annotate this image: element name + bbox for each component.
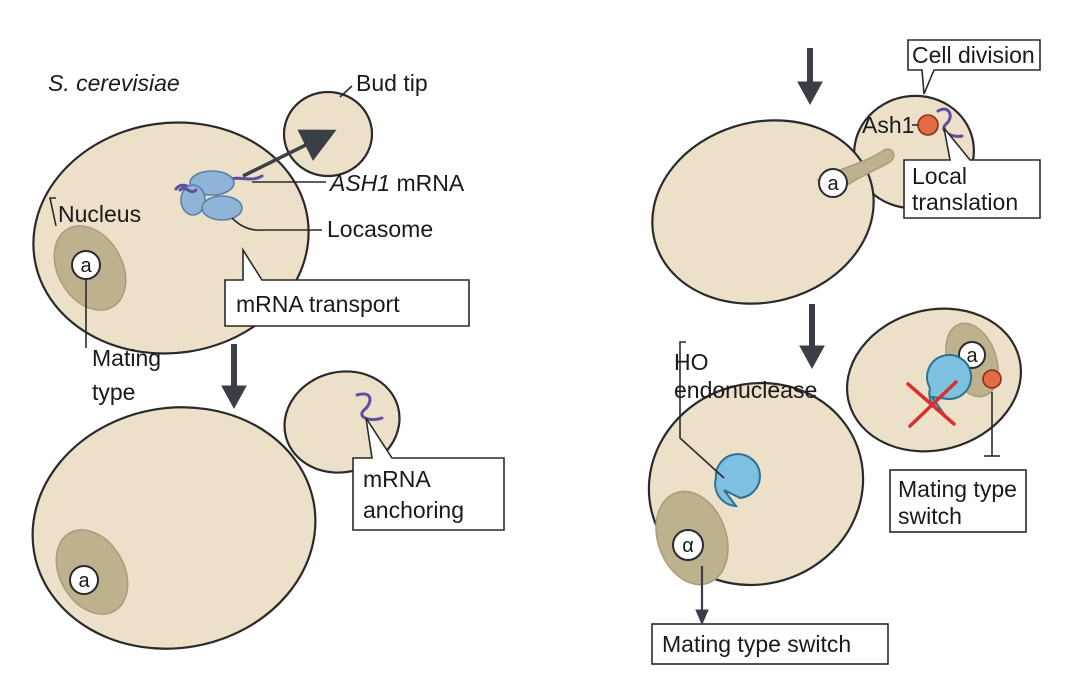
switch-arrow-head — [695, 609, 709, 626]
mating-type-alpha-mother — [672, 529, 704, 561]
left-bottom-cell-group: a mRNA anchoring — [31, 370, 505, 650]
mating-type-label-line2: type — [92, 379, 135, 405]
local-translation-label-line1: Local — [912, 163, 967, 189]
local-translation-callout — [903, 127, 1041, 219]
nucleus-label: Nucleus — [58, 201, 141, 227]
mother-cell-top-right — [651, 119, 875, 305]
ash1-mrna-label: ASH1 mRNA — [328, 170, 465, 196]
mating-type-switch-label: Mating type switch — [662, 631, 851, 657]
nucleus-leader — [49, 197, 57, 227]
ho-endonuclease-active — [714, 453, 761, 508]
cell-division-callout — [907, 39, 1041, 95]
ash1-mrna-translating — [936, 107, 964, 138]
mating-type-a-top-left — [71, 250, 101, 280]
mrna-transport-callout — [224, 247, 470, 327]
transport-arrow — [242, 129, 337, 178]
mating-type-a-daughter-label: a — [966, 345, 978, 367]
mrna-anchoring-label-line2: anchoring — [363, 497, 464, 523]
right-top-cell-group: a Ash1 Cell division Local translation — [651, 39, 1041, 305]
locasome-label: Locasome — [327, 216, 433, 242]
ash1-protein-label: Ash1 — [862, 112, 914, 138]
local-translation-label-line2: translation — [912, 189, 1018, 215]
flow-arrow-left — [221, 344, 247, 410]
mating-type-switch-inhibited-line1: Mating type — [898, 476, 1017, 502]
mrna-anchoring-callout — [352, 417, 505, 531]
mating-type-a-bottom-left — [69, 565, 99, 595]
mrna-anchoring-label-line1: mRNA — [363, 466, 431, 492]
inhibition-cross-b — [908, 380, 958, 428]
mating-type-a-top-right-label: a — [827, 173, 839, 195]
mating-type-a-bottom-left-label: a — [78, 570, 90, 592]
ho-label-line1: HO — [674, 349, 709, 375]
locasome-leader — [231, 217, 322, 231]
ash1-gene-italic: ASH1 — [328, 170, 390, 196]
mating-type-switch-inhibited-box — [889, 469, 1027, 533]
cell-division-label: Cell division — [912, 42, 1035, 68]
species-label: S. cerevisiae — [48, 70, 180, 96]
mrna-transport-label: mRNA transport — [236, 291, 400, 317]
bud-tip-cell — [282, 90, 374, 178]
bud-tip-label: Bud tip — [356, 70, 428, 96]
ash1-mrna-strand-mid — [178, 186, 198, 194]
ho-leader — [679, 341, 725, 479]
bud-tip-leader — [339, 85, 353, 98]
locasome-complex — [180, 170, 243, 221]
mating-type-a-top-left-label: a — [80, 255, 92, 277]
flow-arrow-right-top — [797, 48, 823, 106]
mating-type-switch-inhibited-line2: switch — [898, 503, 962, 529]
ash1-protein-bottom — [982, 369, 1002, 389]
ho-label-line2: endonuclease — [674, 377, 817, 403]
left-top-cell-group: a S. cerevisiae Bud tip ASH1 mRNA Locaso… — [32, 70, 470, 405]
mating-type-switch-box — [651, 623, 889, 665]
mating-type-label-line1: Mating — [92, 345, 161, 371]
ash1-mrna-anchored — [355, 392, 384, 422]
right-bottom-cell-group: a Mating type switch α HO endonuclease M… — [647, 307, 1027, 665]
mating-type-a-top-right — [818, 168, 848, 198]
ash1-mrna-suffix: mRNA — [390, 170, 465, 196]
flow-arrow-right-bottom — [799, 304, 825, 370]
ash1-protein-top — [917, 114, 939, 136]
mating-type-alpha-label: α — [682, 535, 694, 557]
